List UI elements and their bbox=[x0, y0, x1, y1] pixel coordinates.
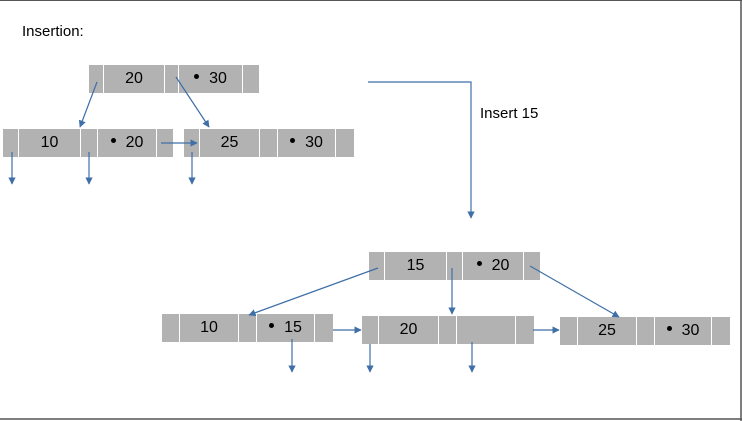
pointer-cell bbox=[336, 129, 354, 157]
key-label: 10 bbox=[40, 134, 59, 151]
pointer-cell bbox=[315, 314, 333, 342]
pointer-cell bbox=[369, 252, 385, 280]
pointer-cell bbox=[447, 252, 463, 280]
key-label: 15 bbox=[284, 319, 302, 336]
key-cell: 15 bbox=[257, 314, 315, 342]
bullet-icon bbox=[269, 322, 275, 328]
pointer-cell bbox=[157, 129, 173, 157]
before-right-leaf-node: 25 30 bbox=[184, 129, 354, 157]
key-cell: 30 bbox=[278, 129, 336, 157]
after-leaf-3-node: 25 30 bbox=[560, 317, 730, 345]
key-label: 20 bbox=[491, 257, 510, 274]
bullet-icon bbox=[290, 137, 296, 143]
key-cell: 20 bbox=[379, 316, 439, 344]
heading: Insertion: bbox=[22, 23, 84, 40]
key-label: 25 bbox=[220, 134, 239, 151]
key-cell: 25 bbox=[200, 129, 260, 157]
bullet-icon bbox=[194, 73, 200, 79]
pointer-cell bbox=[184, 129, 200, 157]
pointer-cell bbox=[260, 129, 278, 157]
key-cell: 20 bbox=[104, 65, 165, 93]
before-left-leaf-node: 10 20 bbox=[3, 129, 173, 157]
key-label: 10 bbox=[200, 319, 218, 336]
key-cell: 10 bbox=[19, 129, 81, 157]
pointer-cell bbox=[560, 317, 578, 345]
key-cell bbox=[457, 316, 516, 344]
key-cell: 25 bbox=[578, 317, 637, 345]
key-label: 30 bbox=[305, 134, 323, 151]
after-root-node: 15 20 bbox=[369, 252, 540, 280]
pointer-cell bbox=[637, 317, 655, 345]
after-leaf-1-node: 10 15 bbox=[162, 314, 333, 342]
key-label: 25 bbox=[598, 322, 616, 339]
step-label: Insert 15 bbox=[480, 105, 539, 122]
key-label: 30 bbox=[209, 70, 227, 87]
pointer-cell bbox=[524, 252, 540, 280]
before-root-node: 20 30 bbox=[89, 65, 259, 93]
pointer-cell bbox=[3, 129, 19, 157]
pointer-cell bbox=[89, 65, 104, 93]
pointer-cell bbox=[516, 316, 534, 344]
pointer-cell bbox=[162, 314, 180, 342]
bullet-icon bbox=[110, 137, 116, 143]
bullet-icon bbox=[666, 325, 672, 331]
pointer-cell bbox=[239, 314, 257, 342]
bullet-icon bbox=[476, 260, 482, 266]
key-label: 20 bbox=[399, 321, 418, 338]
pointer-cell bbox=[81, 129, 98, 157]
pointer-cell bbox=[362, 316, 379, 344]
key-label: 20 bbox=[125, 134, 144, 151]
key-cell: 20 bbox=[98, 129, 157, 157]
key-label: 30 bbox=[681, 322, 700, 339]
pointer-cell bbox=[243, 65, 259, 93]
key-cell: 30 bbox=[655, 317, 712, 345]
key-label: 15 bbox=[406, 257, 425, 274]
key-label: 20 bbox=[125, 70, 143, 87]
pointer-cell bbox=[712, 317, 730, 345]
key-cell: 30 bbox=[179, 65, 243, 93]
pointer-cell bbox=[165, 65, 179, 93]
key-cell: 20 bbox=[463, 252, 524, 280]
key-cell: 15 bbox=[385, 252, 447, 280]
after-leaf-2-node: 20 bbox=[362, 316, 534, 344]
pointer-cell bbox=[439, 316, 457, 344]
key-cell: 10 bbox=[180, 314, 239, 342]
